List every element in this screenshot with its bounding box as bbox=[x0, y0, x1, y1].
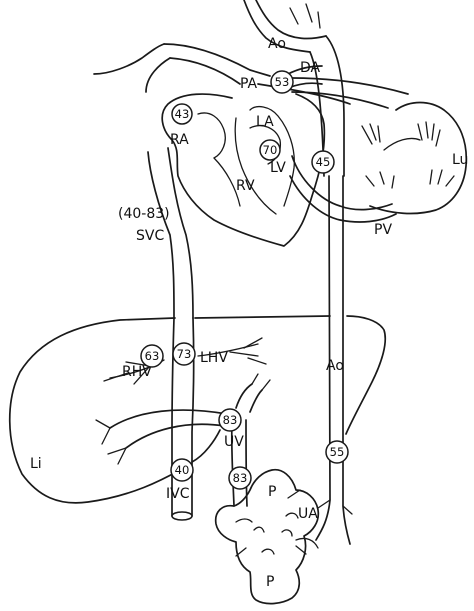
svg-text:43: 43 bbox=[175, 107, 190, 121]
label-aorta-top: Ao bbox=[268, 36, 286, 52]
label-pulmonary-artery: PA bbox=[240, 76, 258, 92]
saturation-ivc: 40 bbox=[171, 459, 193, 481]
label-left-hepatic-vein: LHV bbox=[200, 350, 228, 366]
svg-text:45: 45 bbox=[316, 155, 331, 169]
label-placenta-upper: P bbox=[268, 484, 276, 500]
saturation-rhv: 63 bbox=[141, 345, 163, 367]
label-right-ventricle: RV bbox=[236, 178, 255, 194]
saturation-uv-upper: 83 bbox=[219, 409, 241, 431]
label-left-ventricle: LV bbox=[270, 160, 286, 176]
label-svc-range: (40-83) bbox=[118, 206, 170, 222]
svg-text:40: 40 bbox=[175, 463, 190, 477]
portal-venous-branches bbox=[96, 374, 270, 464]
svg-text:83: 83 bbox=[223, 413, 238, 427]
svg-text:70: 70 bbox=[263, 143, 278, 157]
lung bbox=[362, 103, 466, 214]
umbilical-vein bbox=[232, 420, 247, 506]
saturation-ra: 43 bbox=[172, 104, 192, 124]
label-placenta-lower: P bbox=[266, 574, 274, 590]
saturation-pa: 53 bbox=[271, 71, 293, 93]
label-umbilical-vein: UV bbox=[224, 434, 244, 450]
label-ivc: IVC bbox=[166, 486, 190, 502]
saturation-lv: 70 bbox=[260, 140, 280, 160]
label-liver: Li bbox=[30, 456, 42, 472]
svg-text:83: 83 bbox=[233, 471, 248, 485]
saturation-aorta: 45 bbox=[312, 151, 334, 173]
label-left-atrium: LA bbox=[256, 114, 274, 130]
label-svc: SVC bbox=[136, 228, 164, 244]
saturation-lhv: 73 bbox=[173, 343, 195, 365]
label-umbilical-arteries: UA bbox=[298, 506, 318, 522]
label-ductus: DA bbox=[300, 60, 321, 76]
label-pulmonary-veins: PV bbox=[374, 222, 392, 238]
saturation-descending-aorta: 55 bbox=[326, 441, 348, 463]
svg-text:53: 53 bbox=[275, 75, 290, 89]
svg-text:73: 73 bbox=[177, 347, 192, 361]
saturation-uv-lower: 83 bbox=[229, 467, 251, 489]
svg-text:63: 63 bbox=[145, 349, 160, 363]
label-lung: Lu bbox=[452, 152, 468, 168]
svg-text:55: 55 bbox=[330, 445, 345, 459]
aortic-arch bbox=[244, 0, 344, 176]
chamber-vessel-labels: Ao DA PA RA LA LV RV Lu PV (40-83) SVC R… bbox=[30, 36, 468, 590]
label-aorta-lower: Ao bbox=[326, 358, 344, 374]
label-right-atrium: RA bbox=[170, 132, 189, 148]
